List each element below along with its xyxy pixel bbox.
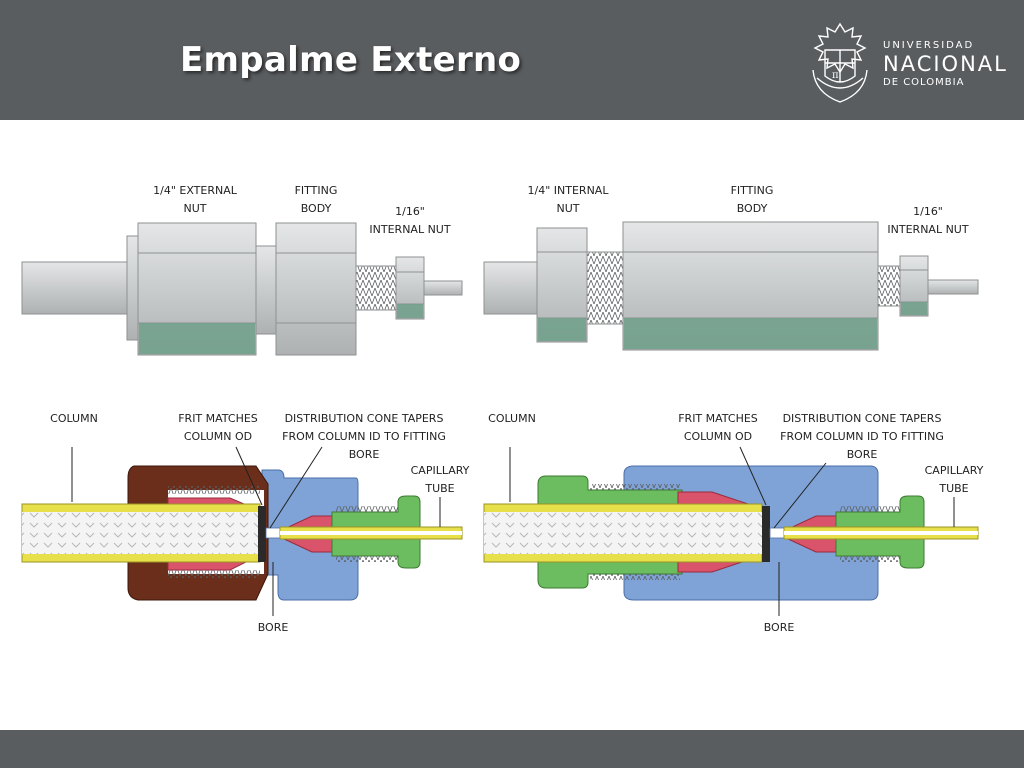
right-internal-nut bbox=[536, 227, 588, 343]
right-cs-frit bbox=[762, 506, 770, 562]
right-cs-capillary-label-2: TUBE bbox=[938, 482, 968, 495]
left-cs-bore bbox=[265, 527, 281, 539]
left-external-view: 1/4" EXTERNAL NUT FITTING BODY 1/16" INT… bbox=[21, 184, 463, 356]
left-cs-cone-label-1: DISTRIBUTION CONE TAPERS bbox=[285, 412, 444, 425]
left-collar bbox=[126, 235, 140, 341]
right-cs-capillary-label-1: CAPILLARY bbox=[925, 464, 984, 477]
right-cs-column-packing bbox=[484, 512, 762, 554]
left-cs-frit bbox=[258, 506, 266, 562]
right-cs-green-small-thread-bottom bbox=[840, 556, 900, 562]
right-nut-label-2: NUT bbox=[557, 202, 580, 215]
left-cs-frit-label-1: FRIT MATCHES bbox=[178, 412, 258, 425]
right-body-label-2: BODY bbox=[737, 202, 768, 215]
left-small-nut-label-2: INTERNAL NUT bbox=[369, 223, 450, 236]
right-cs-green-thread-top bbox=[590, 484, 680, 490]
left-nut-collar bbox=[255, 245, 277, 335]
left-cs-column-label: COLUMN bbox=[50, 412, 98, 425]
right-small-nut bbox=[899, 255, 929, 317]
left-cs-cone-label-3: BORE bbox=[349, 448, 380, 461]
header-bar bbox=[0, 0, 1024, 120]
left-cs-capillary-label-1: CAPILLARY bbox=[411, 464, 470, 477]
right-fitting-body bbox=[622, 221, 879, 351]
right-body-label-1: FITTING bbox=[731, 184, 774, 197]
left-small-nut-label-1: 1/16" bbox=[395, 205, 425, 218]
left-cs-column-packing bbox=[22, 512, 260, 554]
right-cs-bore-label: BORE bbox=[764, 621, 795, 634]
right-cs-green-thread-bottom bbox=[590, 574, 680, 580]
left-external-nut bbox=[137, 222, 257, 356]
left-cs-nut-thread-bottom bbox=[168, 570, 260, 578]
right-nut-label-1: 1/4" INTERNAL bbox=[528, 184, 610, 197]
left-cs-frit-label-2: COLUMN OD bbox=[184, 430, 252, 443]
left-capillary-tube bbox=[423, 280, 463, 296]
slide-title: Empalme Externo bbox=[180, 40, 522, 80]
left-cs-capillary-bore bbox=[280, 531, 462, 535]
right-cs-capillary-bore bbox=[784, 531, 978, 535]
right-small-nut-label-2: INTERNAL NUT bbox=[887, 223, 968, 236]
right-column-tube bbox=[483, 261, 539, 315]
left-nut-label-1: 1/4" EXTERNAL bbox=[153, 184, 238, 197]
fitting-diagram: 1/4" EXTERNAL NUT FITTING BODY 1/16" INT… bbox=[21, 184, 984, 634]
right-external-view: 1/4" INTERNAL NUT FITTING BODY 1/16" INT… bbox=[483, 184, 979, 351]
university-logo: π UNIVERSIDAD NACIONAL DE COLOMBIA bbox=[805, 18, 1015, 108]
seal-pi-glyph: π bbox=[832, 70, 839, 81]
left-body-label-1: FITTING bbox=[295, 184, 338, 197]
left-cs-green-thread-top bbox=[336, 506, 398, 512]
right-cs-cone-label-2: FROM COLUMN ID TO FITTING bbox=[780, 430, 944, 443]
logo-line-1: UNIVERSIDAD bbox=[883, 40, 975, 51]
left-thread bbox=[355, 265, 397, 311]
right-cs-frit-label-2: COLUMN OD bbox=[684, 430, 752, 443]
logo-line-2: NACIONAL bbox=[883, 52, 1008, 76]
logo-line-3: DE COLOMBIA bbox=[883, 77, 965, 88]
left-cs-cone-label-2: FROM COLUMN ID TO FITTING bbox=[282, 430, 446, 443]
left-cs-nut-thread-top bbox=[168, 486, 260, 494]
right-cs-column-label: COLUMN bbox=[488, 412, 536, 425]
right-cs-cone-label-3: BORE bbox=[847, 448, 878, 461]
left-cross-section: COLUMN FRIT MATCHES COLUMN OD DISTRIBUTI… bbox=[21, 412, 470, 634]
left-nut-label-2: NUT bbox=[184, 202, 207, 215]
university-seal-icon: π bbox=[812, 22, 868, 103]
right-cs-green-small-thread-top bbox=[840, 506, 900, 512]
right-cs-cone-label-1: DISTRIBUTION CONE TAPERS bbox=[783, 412, 942, 425]
left-cs-green-thread-bottom bbox=[336, 556, 398, 562]
right-cs-frit-label-1: FRIT MATCHES bbox=[678, 412, 758, 425]
left-cs-bore-label: BORE bbox=[258, 621, 289, 634]
left-fitting-body bbox=[275, 222, 357, 356]
left-body-label-2: BODY bbox=[301, 202, 332, 215]
right-cross-section: COLUMN FRIT MATCHES COLUMN OD DISTRIBUTI… bbox=[483, 412, 984, 634]
left-small-nut bbox=[395, 256, 425, 320]
right-capillary-tube bbox=[927, 279, 979, 295]
right-nut-thread bbox=[586, 251, 624, 325]
right-small-nut-label-1: 1/16" bbox=[913, 205, 943, 218]
right-thread bbox=[877, 265, 901, 307]
right-cs-bore bbox=[769, 527, 785, 539]
footer-bar bbox=[0, 730, 1024, 768]
left-cs-capillary-label-2: TUBE bbox=[424, 482, 454, 495]
left-column-tube bbox=[21, 261, 128, 315]
